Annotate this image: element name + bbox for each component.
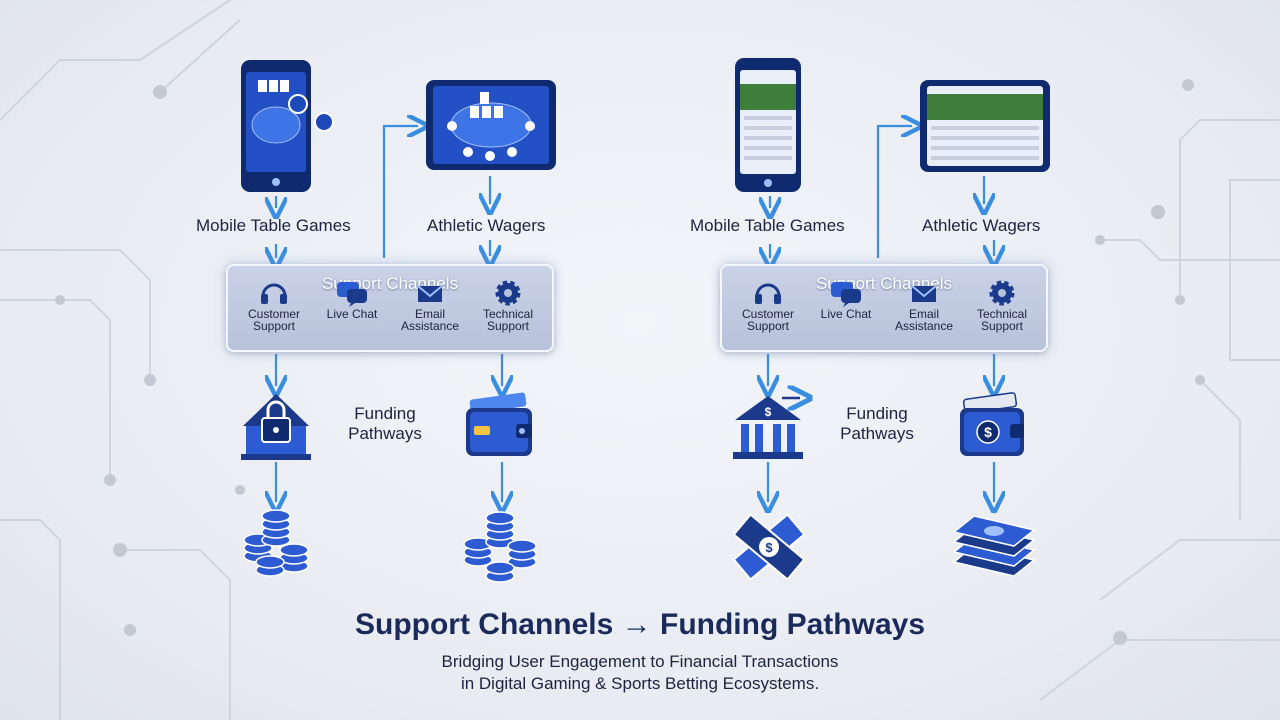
channel-label-line1: Live Chat [326, 307, 378, 321]
channel-label-line2: Support [252, 319, 296, 333]
channel-live-chat[interactable]: Live Chat [312, 278, 392, 320]
funding-pathways-label: Funding Pathways [320, 404, 450, 444]
device-label-mobile: Mobile Table Games [196, 216, 351, 235]
channel-technical-support[interactable]: Technical Support [962, 278, 1042, 332]
channel-email-assistance[interactable]: Email Assistance [390, 278, 470, 332]
tickets-icon: $ [732, 513, 806, 581]
svg-text:$: $ [984, 424, 992, 440]
channel-technical-support[interactable]: Technical Support [468, 278, 548, 332]
channel-label-line2: Assistance [400, 319, 460, 333]
right-flow-graphics: $ $ $ [732, 58, 1050, 581]
tablet-icon [426, 80, 556, 170]
bank-lock-icon [241, 394, 311, 460]
channel-label-line1: Customer [741, 307, 794, 321]
channel-live-chat[interactable]: Live Chat [806, 278, 886, 320]
chat-bubbles-icon [337, 282, 367, 307]
device-label-mobile: Mobile Table Games [690, 216, 845, 235]
left-flow-panel: Mobile Table Games Athletic Wagers Suppo… [0, 0, 640, 600]
gear-icon [495, 280, 521, 306]
cash-stack-icon [952, 515, 1036, 577]
funding-line1: Funding [846, 404, 908, 423]
svg-text:$: $ [765, 540, 773, 555]
headset-icon [755, 283, 781, 304]
bank-transfer-icon: $ [733, 396, 803, 459]
funding-pathways-label: Funding Pathways [812, 404, 942, 444]
channel-label-line2: Support [746, 319, 790, 333]
device-label-athletic: Athletic Wagers [427, 216, 546, 235]
left-flow-graphics [241, 60, 556, 583]
headset-icon [261, 283, 287, 304]
funding-line1: Funding [354, 404, 416, 423]
wallet-card-icon [466, 392, 532, 456]
channel-customer-support[interactable]: Customer Support [728, 278, 808, 332]
chip-stacks-icon [243, 509, 309, 577]
subtitle-line-2: in Digital Gaming & Sports Betting Ecosy… [460, 674, 820, 693]
envelope-icon [911, 285, 937, 302]
channel-label-line1: Technical [482, 307, 534, 321]
channel-label-line2: Support [486, 319, 530, 333]
tablet-icon [920, 80, 1050, 172]
channel-customer-support[interactable]: Customer Support [234, 278, 314, 332]
channel-email-assistance[interactable]: Email Assistance [884, 278, 964, 332]
channel-label-line1: Email [908, 307, 939, 321]
right-flow-panel: $ $ $ Mobil [494, 0, 1134, 600]
support-channels-box: Support Channels Customer Support Live C… [226, 264, 554, 352]
channel-label-line2: Support [980, 319, 1024, 333]
funding-line2: Pathways [348, 424, 422, 443]
channel-label-line2: Assistance [894, 319, 954, 333]
channel-label-line1: Technical [976, 307, 1028, 321]
channel-label-line1: Live Chat [820, 307, 872, 321]
chat-bubbles-icon [831, 282, 861, 307]
page-title: Support Channels → Funding Pathways [354, 608, 926, 641]
mobile-phone-icon [241, 60, 334, 192]
mobile-phone-icon [735, 58, 801, 192]
funding-line2: Pathways [840, 424, 914, 443]
support-channels-box: Support Channels Customer Support Live C… [720, 264, 1048, 352]
channel-label-line1: Email [414, 307, 445, 321]
channel-label-line1: Customer [247, 307, 300, 321]
dollar-chip-stacks-icon [463, 511, 537, 583]
device-label-athletic: Athletic Wagers [922, 216, 1041, 235]
subtitle-line-1: Bridging User Engagement to Financial Tr… [441, 652, 839, 671]
envelope-icon [417, 285, 443, 302]
gear-icon [989, 280, 1015, 306]
svg-text:$: $ [765, 405, 772, 419]
wallet-dollar-icon: $ [960, 392, 1024, 456]
